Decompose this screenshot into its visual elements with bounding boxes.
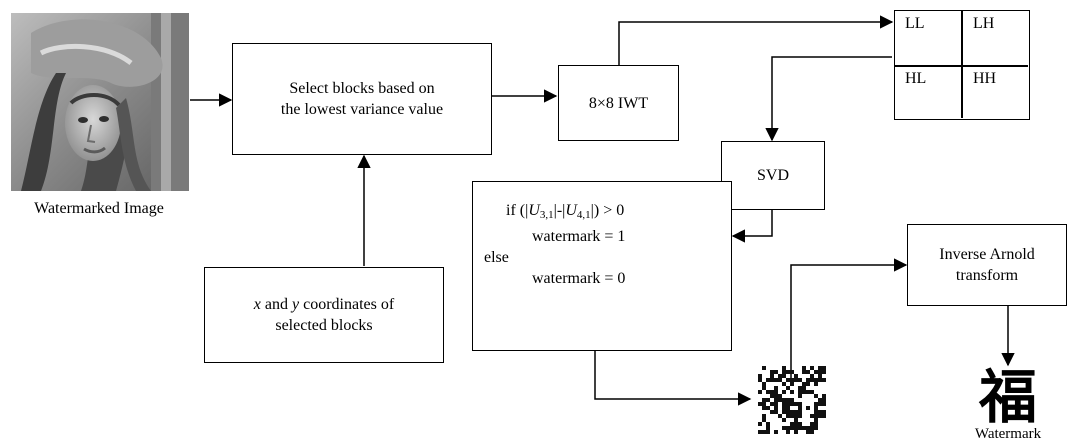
decision-condition: if (|U3,1|-|U4,1|) > 0 <box>506 202 625 221</box>
decision-text: if (|U3,1|-|U4,1|) > 0 watermark = 1 els… <box>484 200 625 289</box>
subband-hl: HL <box>905 70 927 87</box>
iwt-box: 8×8 IWT <box>558 65 679 141</box>
subband-hh: HH <box>973 70 997 87</box>
inverse-arnold-box: Inverse Arnold transform <box>907 224 1067 306</box>
decision-box <box>472 181 732 351</box>
subband-ll: LL <box>905 15 925 32</box>
select-blocks-box: Select blocks based on the lowest varian… <box>232 43 492 155</box>
iwt-label: 8×8 IWT <box>588 94 649 112</box>
select-blocks-line2: the lowest variance value <box>280 101 444 118</box>
arrow-decision-to-qr <box>594 351 752 406</box>
decision-otherwise: watermark = 0 <box>532 270 626 287</box>
svd-box: SVD <box>721 141 825 210</box>
subband-grid: LL LH HL HH <box>894 10 1030 120</box>
arrow-svd-to-decision <box>731 210 773 243</box>
decision-else: else <box>484 249 509 266</box>
watermark-glyph: 福 <box>978 363 1037 431</box>
subband-lh: LH <box>973 15 995 32</box>
select-blocks-line1: Select blocks based on <box>289 80 435 97</box>
inverse-arnold-line1: Inverse Arnold <box>939 246 1035 263</box>
coordinates-box: x and y coordinates of selected blocks <box>204 267 444 363</box>
arrow-iwt-to-subbands <box>618 15 894 65</box>
scrambled-watermark-image <box>758 366 826 434</box>
watermarked-image-caption: Watermarked Image <box>34 200 164 217</box>
coordinates-line1: x and y coordinates of <box>253 296 395 313</box>
coordinates-line2: selected blocks <box>275 317 373 334</box>
watermark-caption: Watermark <box>974 426 1042 442</box>
arrow-subbands-to-svd <box>765 56 892 142</box>
arrow-qr-to-arnold <box>790 258 908 383</box>
decision-then: watermark = 1 <box>532 228 626 245</box>
svd-label: SVD <box>756 167 789 184</box>
inverse-arnold-line2: transform <box>955 267 1019 284</box>
watermarked-image <box>11 13 189 191</box>
